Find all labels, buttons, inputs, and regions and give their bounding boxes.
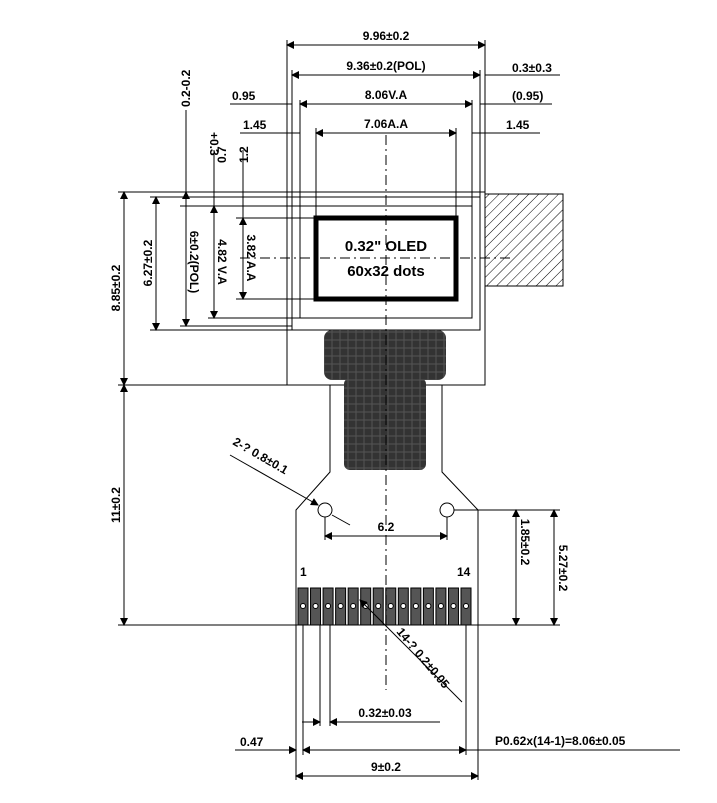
left-dimensions: 0.2-0.2 +0.3 0.7 1.2 8.85±0.2 6.27±0.2 6… — [109, 69, 316, 626]
dim-right-va-offset: (0.95) — [512, 89, 543, 103]
pad-via-hole — [300, 603, 306, 609]
pad-via-hole — [425, 603, 432, 609]
dim-fpc-width: 9±0.2 — [371, 760, 401, 774]
fpc-stiffener-lower — [344, 378, 426, 470]
pad-via-hole — [312, 603, 319, 609]
dim-v-offset-4: 1.2 — [237, 146, 251, 163]
pad-via-hole — [463, 603, 469, 609]
flex-tab-hatched — [484, 193, 564, 287]
pin-label-first: 1 — [300, 565, 307, 579]
pad-via-hole — [412, 603, 419, 609]
dim-hole-diameter: 2-? 0.8±0.1 — [231, 434, 291, 477]
dim-va-height: 4.82 V.A — [215, 239, 229, 285]
dim-pin-edge-offset: 0.47 — [240, 735, 264, 749]
pad-via-hole — [450, 603, 457, 609]
dim-pol-height: 6.27±0.2 — [141, 239, 155, 286]
pad-via-hole — [350, 603, 357, 609]
dim-left-aa-offset: 1.45 — [243, 118, 267, 132]
mounting-hole-right — [439, 502, 455, 518]
fpc-stiffener-upper — [324, 330, 446, 380]
dim-left-va-offset: 0.95 — [232, 89, 256, 103]
pad-via-hole — [400, 603, 407, 609]
pad-via-hole — [437, 603, 444, 609]
dim-hole-pitch: 6.2 — [378, 520, 395, 534]
dim-hole-to-edge: 1.85±0.2 — [518, 519, 532, 566]
dim-right-aa-offset: 1.45 — [506, 118, 530, 132]
pad-via-hole — [325, 603, 332, 609]
dim-v-offset-1: 0.2-0.2 — [179, 69, 193, 107]
dim-pin-hole-diameter: 14-? 0.2±0.05 — [394, 625, 453, 691]
dim-pin-pitch-formula: P0.62x(14-1)=8.06±0.05 — [495, 734, 626, 748]
pin-label-last: 14 — [457, 565, 471, 579]
dim-glass-height: 6±0.2(POL) — [187, 231, 201, 294]
dim-va-width: 8.06V.A — [365, 88, 408, 102]
top-dimensions: 9.96±0.2 9.36±0.2(POL) 0.3±0.3 8.06V.A 0… — [230, 29, 560, 218]
mounting-hole-left — [317, 502, 333, 518]
dim-aa-width: 7.06A.A — [364, 117, 408, 131]
dim-top-right-offset: 0.3±0.3 — [512, 61, 552, 75]
dim-pin-width: 0.32±0.03 — [358, 706, 412, 720]
dim-aa-height: 3.82 A.A — [244, 235, 258, 282]
dim-top-overall: 9.96±0.2 — [363, 29, 410, 43]
dim-hole-to-end: 5.27±0.2 — [556, 545, 570, 592]
dim-overall-height: 8.85±0.2 — [109, 264, 123, 311]
display-title: 0.32" OLED — [345, 238, 427, 255]
dim-top-pol: 9.36±0.2(POL) — [346, 59, 425, 73]
dim-v-offset-2: +0.3 — [207, 132, 221, 156]
pad-via-hole — [375, 603, 382, 609]
pin-dimensions: 14-? 0.2±0.05 0.32±0.03 0.47 P0.62x(14-1… — [235, 599, 680, 780]
display-resolution: 60x32 dots — [347, 263, 425, 280]
pin-row — [297, 587, 472, 626]
pad-via-hole — [387, 603, 394, 609]
dim-fpc-length: 11±0.2 — [109, 487, 123, 523]
dim-v-offset-3: 0.7 — [215, 146, 229, 163]
pad-via-hole — [337, 603, 344, 609]
